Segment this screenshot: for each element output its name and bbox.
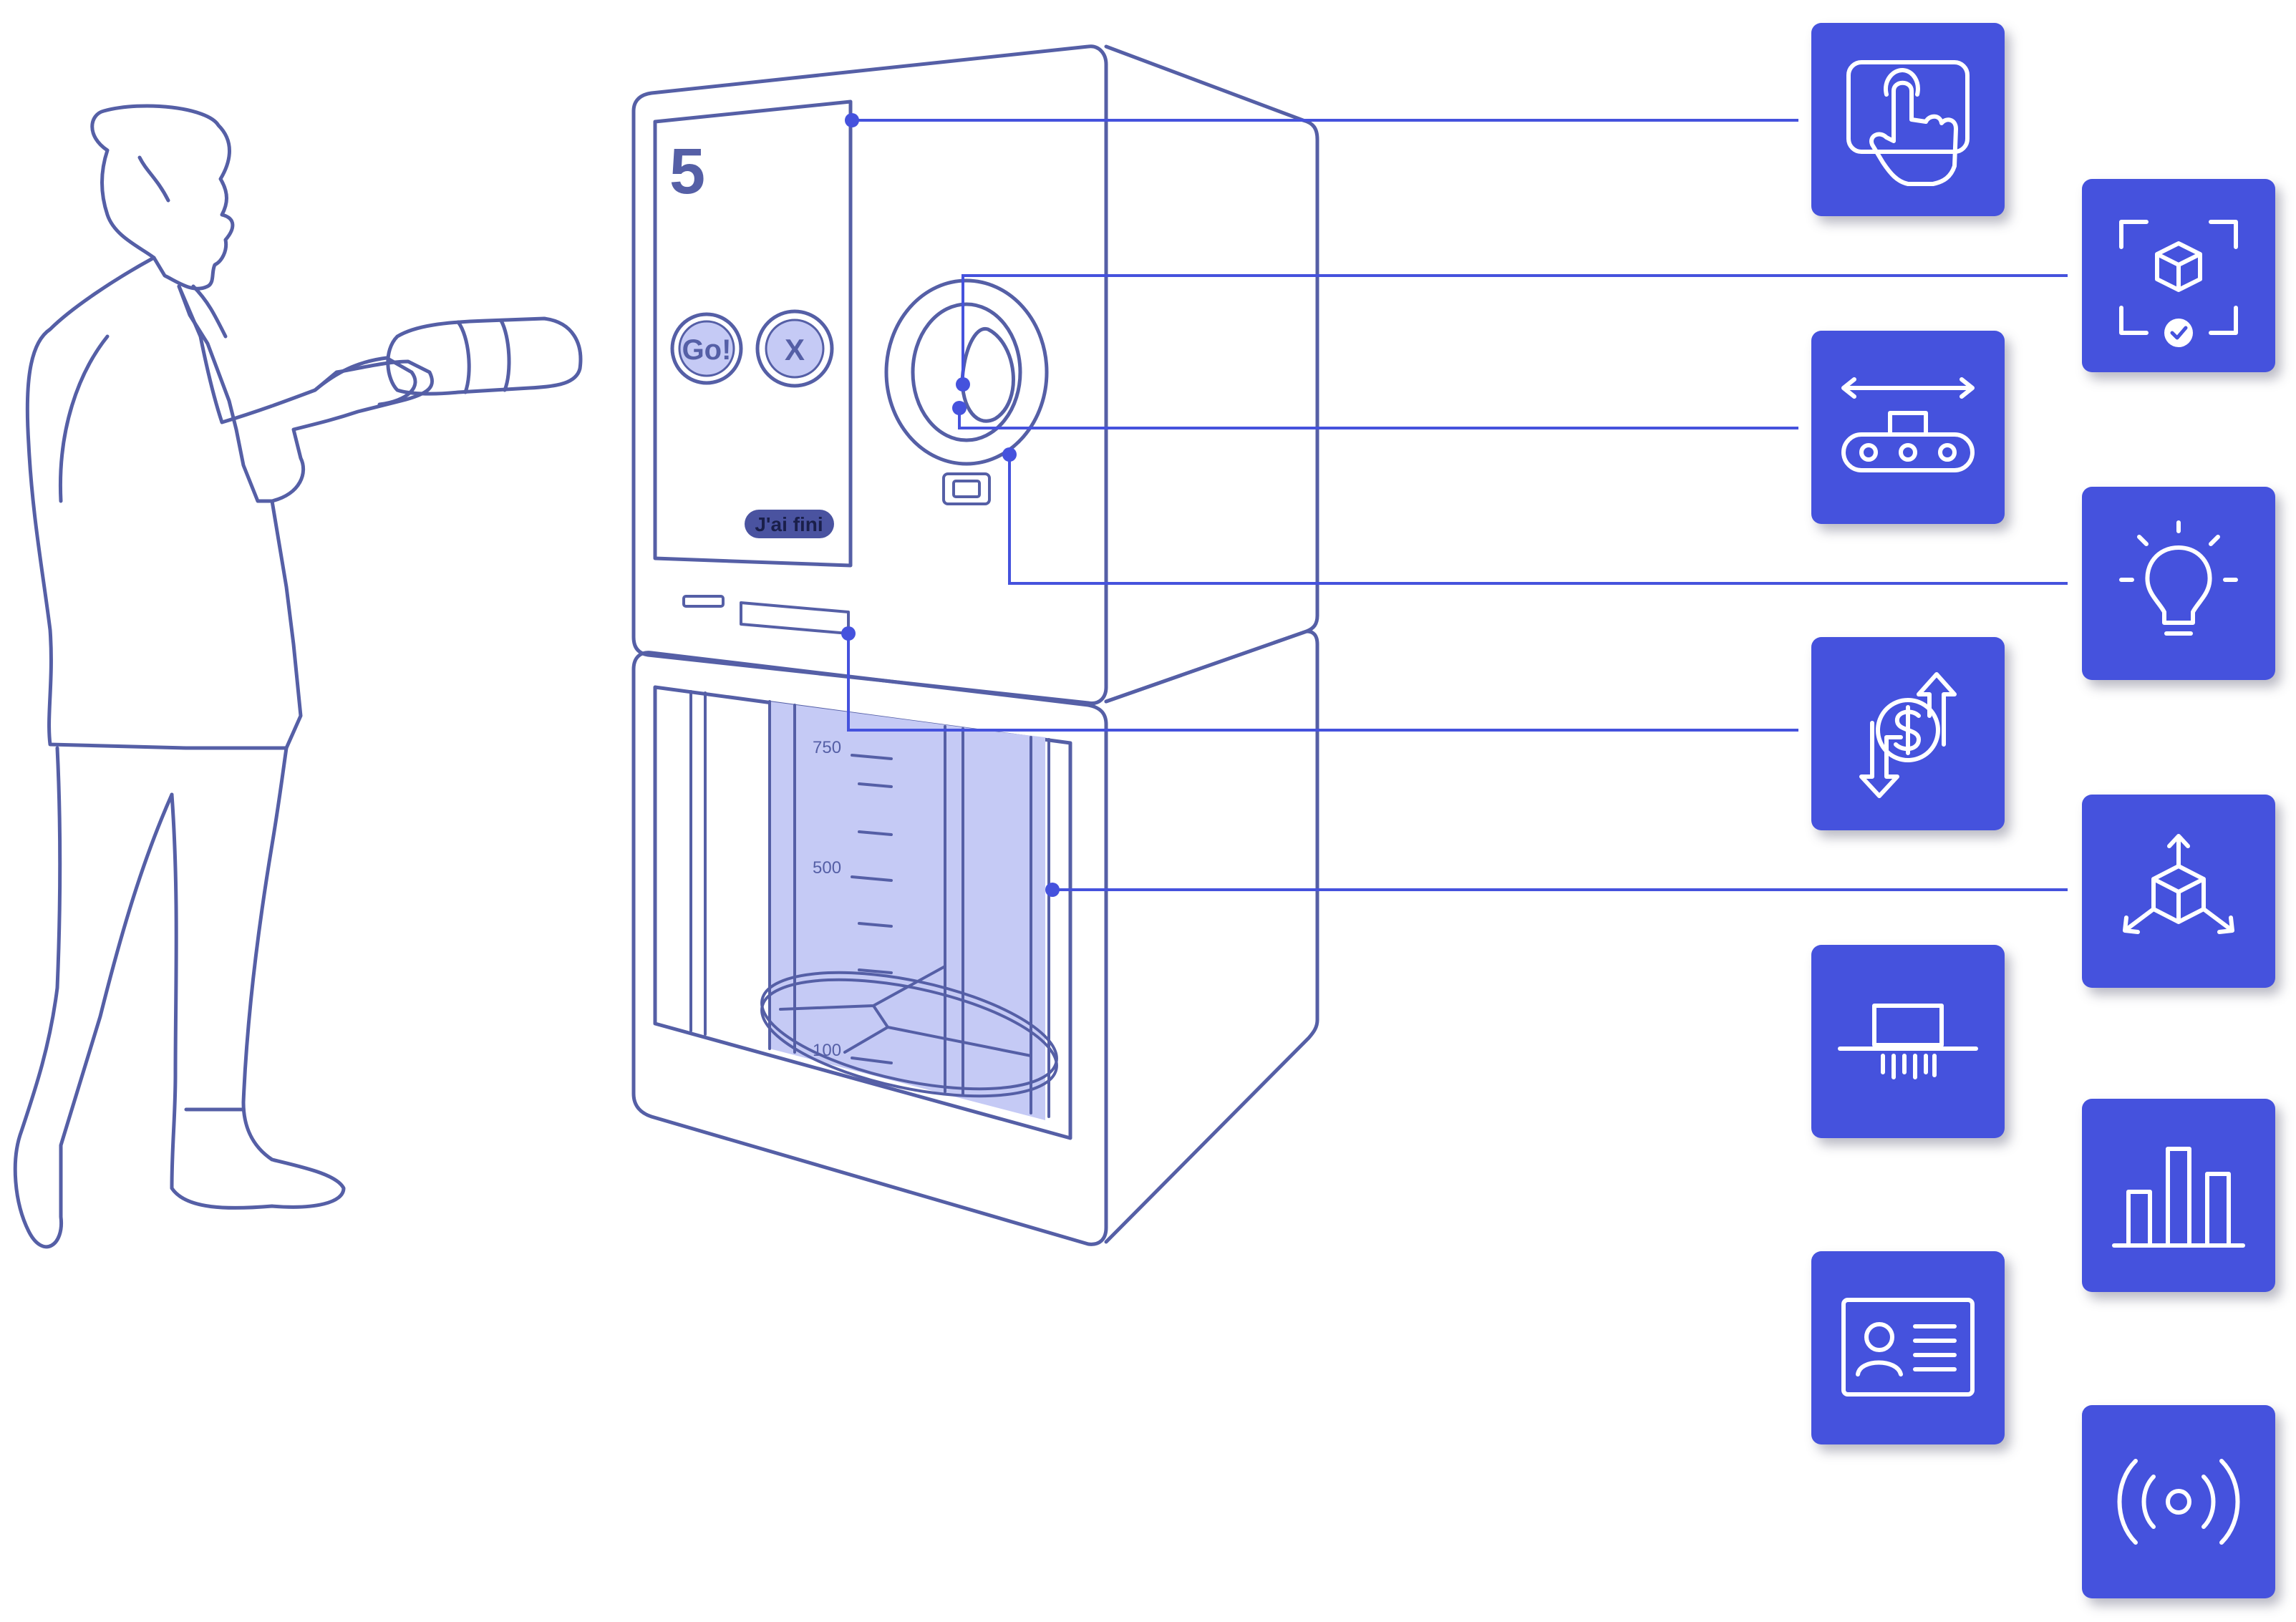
screen-counter: 5 (669, 136, 705, 208)
card-slot (682, 595, 725, 608)
upper-cabinet-front (631, 44, 1108, 706)
tile-touchscreen (1811, 23, 2005, 216)
conveyor-icon (1841, 377, 1975, 472)
wireless-signal-icon (2117, 1459, 2240, 1545)
storage-tank (770, 701, 1045, 1120)
scale-label-750: 750 (813, 738, 841, 757)
scanner-window (942, 472, 991, 505)
bottle-icon (386, 316, 583, 396)
fill-scale: 750 500 100 (813, 738, 893, 1064)
money-refund-icon (1859, 672, 1957, 798)
finish-button-label: J'ai fini (755, 513, 823, 535)
tile-identification (1811, 1251, 2005, 1444)
receipt-slot (740, 601, 850, 635)
connector-refund (847, 633, 1798, 732)
cancel-button-label: X (785, 333, 805, 366)
connector-recognition (961, 274, 2068, 387)
go-button[interactable]: Go! (670, 312, 743, 385)
connector-conveyor (958, 408, 1798, 429)
tile-refund (1811, 637, 2005, 830)
finish-button[interactable]: J'ai fini (745, 510, 834, 538)
id-card-icon (1841, 1298, 1975, 1397)
kiosk-screen (653, 99, 853, 568)
touchscreen-icon (1846, 60, 1970, 186)
bottle-intake (884, 278, 1049, 466)
connector-lighting (1008, 455, 2068, 585)
go-button-label: Go! (682, 334, 732, 366)
tile-lighting (2082, 487, 2275, 680)
tile-shredder (1811, 945, 2005, 1138)
tile-recognition (2082, 179, 2275, 372)
upper-cabinet-side (1104, 44, 1319, 704)
lower-cabinet-side (1104, 629, 1319, 1244)
tile-conveyor (1811, 331, 2005, 524)
object-recognition-icon (2119, 220, 2238, 347)
tile-statistics (2082, 1099, 2275, 1292)
kiosk-body: 5 Go! X J'ai fini (631, 44, 1319, 1246)
package-distribution-icon (2123, 834, 2234, 934)
shredder-icon (1838, 1004, 1978, 1079)
lighting-icon (2119, 520, 2238, 636)
tile-distribution (2082, 795, 2275, 988)
lower-cabinet-front (631, 651, 1108, 1246)
tile-connectivity (2082, 1405, 2275, 1598)
scale-label-100: 100 (813, 1041, 841, 1060)
connector-lines (841, 113, 2068, 897)
cancel-button[interactable]: X (755, 309, 834, 388)
bar-chart-icon (2112, 1147, 2245, 1248)
person-figure (13, 104, 583, 1249)
scale-label-500: 500 (813, 858, 841, 878)
